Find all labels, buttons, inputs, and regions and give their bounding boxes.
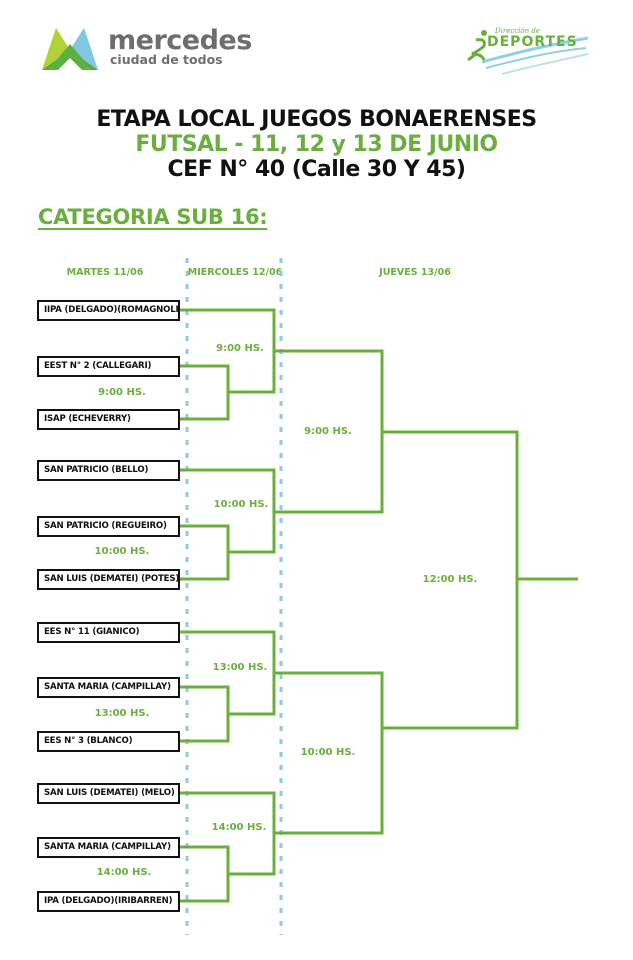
- match-time-r1: 10:00 HS.: [94, 546, 150, 557]
- team-box: SAN LUIS (DEMATEI) (POTES): [37, 569, 180, 590]
- match-time-semi: 9:00 HS.: [304, 426, 352, 437]
- event-title: ETAPA LOCAL JUEGOS BONAERENSES: [96, 107, 537, 132]
- day-label-miercoles: MIERCOLES 12/06: [187, 267, 283, 278]
- event-subtitle: FUTSAL - 11, 12 y 13 DE JUNIO: [135, 132, 498, 157]
- team-box: SAN PATRICIO (BELLO): [37, 460, 180, 481]
- team-box: SAN PATRICIO (REGUEIRO): [37, 516, 180, 537]
- team-box: IPA (DELGADO)(IRIBARREN): [37, 891, 180, 912]
- logo-wordmark: mercedes: [108, 25, 252, 56]
- match-time-r1: 13:00 HS.: [94, 708, 150, 719]
- category-heading: CATEGORIA SUB 16:: [38, 205, 268, 229]
- logo-tagline: ciudad de todos: [110, 52, 223, 67]
- bracket-connectors: [180, 308, 578, 903]
- match-time-r2: 14:00 HS.: [211, 822, 267, 833]
- match-time-r1: 14:00 HS.: [96, 867, 152, 878]
- event-venue: CEF N° 40 (Calle 30 Y 45): [167, 157, 466, 182]
- team-box: SAN LUIS (DEMATEI) (MELO): [37, 783, 180, 804]
- team-box: EEST N° 2 (CALLEGARI): [37, 356, 180, 377]
- match-time-r2: 10:00 HS.: [213, 499, 269, 510]
- team-box: SANTA MARIA (CAMPILLAY): [37, 837, 180, 858]
- deportes-wordmark: DEPORTES: [487, 34, 578, 50]
- team-box: EES N° 3 (BLANCO): [37, 731, 180, 752]
- semi-connector-2: [274, 671, 384, 835]
- deportes-runner-logo-icon: [467, 30, 589, 75]
- deportes-top-text: Dirección de: [495, 27, 540, 35]
- mercedes-m-logo-icon: [42, 28, 98, 70]
- match-time-r2: 9:00 HS.: [216, 343, 264, 354]
- match-time-r2: 13:00 HS.: [212, 662, 268, 673]
- team-box: SANTA MARIA (CAMPILLAY): [37, 677, 180, 698]
- team-box: IIPA (DELGADO)(ROMAGNOLI): [37, 300, 180, 321]
- match-time-final: 12:00 HS.: [422, 574, 478, 585]
- match-time-r1: 9:00 HS.: [98, 387, 146, 398]
- day-label-martes: MARTES 11/06: [66, 267, 144, 278]
- day-label-jueves: JUEVES 13/06: [379, 267, 451, 278]
- team-box: ISAP (ECHEVERRY): [37, 409, 180, 430]
- team-box: EES N° 11 (GIANICO): [37, 622, 180, 643]
- match-time-semi: 10:00 HS.: [300, 747, 356, 758]
